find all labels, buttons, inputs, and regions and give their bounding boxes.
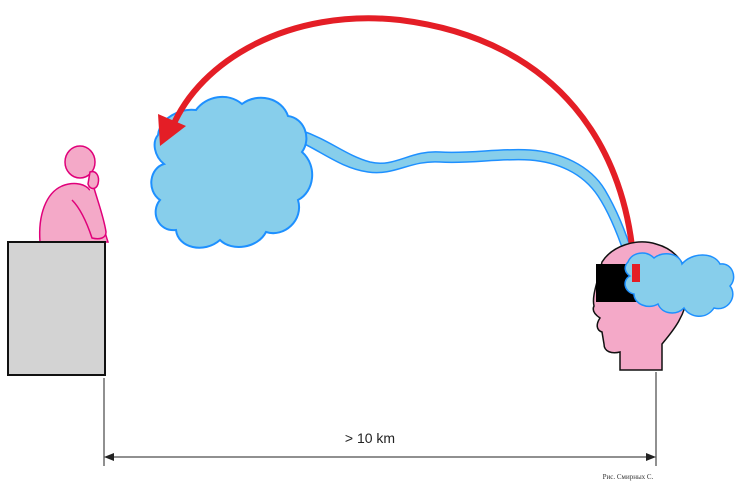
distance-label: > 10 km (345, 430, 395, 446)
blindfold-band (632, 264, 640, 282)
thinking-person (40, 146, 108, 242)
dimension-arrow-left-icon (104, 453, 114, 461)
blindfolded-head (593, 242, 733, 370)
image-credit: Рис. Смирных С. (603, 473, 654, 481)
thinking-person-hand (88, 172, 99, 189)
dimension-arrow-right-icon (646, 453, 656, 461)
distance-dimension: > 10 km (104, 372, 656, 466)
desk-box (8, 242, 105, 375)
thought-stream (296, 130, 635, 265)
